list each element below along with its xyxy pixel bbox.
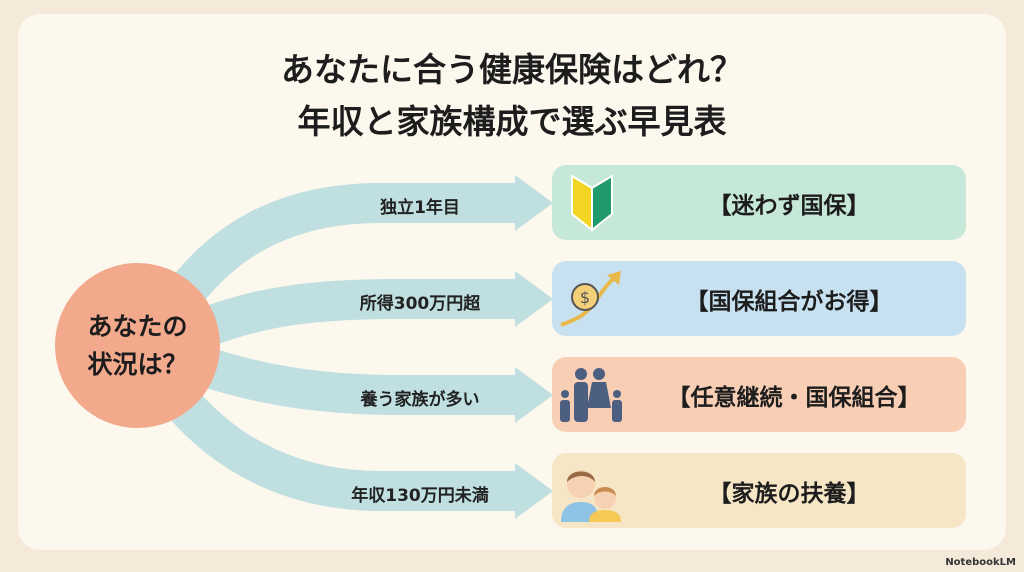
result-box: 【迷わず国保】 xyxy=(552,165,966,240)
arrow-3 xyxy=(193,346,525,415)
result-text: 【国保組合がお得】 xyxy=(685,288,893,315)
result-box: 【家族の扶養】 xyxy=(552,453,966,528)
condition-label: 養う家族が多い xyxy=(360,390,480,410)
arrowhead-3 xyxy=(515,367,553,423)
family-icon xyxy=(552,357,632,432)
title-line-1: あなたに合う健康保険はどれ？ xyxy=(281,50,743,89)
result-box: $ 【国保組合がお得】 xyxy=(552,261,966,336)
arrow-2 xyxy=(192,279,525,349)
center-question: あなたの状況は？ xyxy=(55,263,220,428)
svg-text:$: $ xyxy=(580,288,590,307)
arrow-1 xyxy=(163,183,525,312)
arrowhead-4 xyxy=(515,463,553,519)
result-text: 【任意継続・国保組合】 xyxy=(667,384,921,411)
center-line-1: あなたの xyxy=(87,311,188,341)
condition-label: 年収130万円未満 xyxy=(351,486,489,506)
arrowhead-1 xyxy=(515,175,553,231)
arrowhead-2 xyxy=(515,271,553,327)
result-text: 【迷わず国保】 xyxy=(708,192,870,219)
result-box: 【任意継続・国保組合】 xyxy=(552,357,966,432)
condition-label: 独立1年目 xyxy=(380,198,460,218)
notebooklm-watermark: NotebookLM xyxy=(945,557,1016,568)
page-title: あなたに合う健康保険はどれ？ 年収と家族構成で選ぶ早見表 xyxy=(0,44,1024,148)
result-text: 【家族の扶養】 xyxy=(708,480,870,507)
center-line-2: 状況は？ xyxy=(87,349,188,379)
parent-child-icon xyxy=(552,453,632,528)
title-line-2: 年収と家族構成で選ぶ早見表 xyxy=(297,102,727,141)
money-growth-icon: $ xyxy=(552,261,632,336)
condition-label: 所得300万円超 xyxy=(359,294,481,314)
arrow-4 xyxy=(164,386,525,511)
beginner-mark-icon xyxy=(552,165,632,240)
